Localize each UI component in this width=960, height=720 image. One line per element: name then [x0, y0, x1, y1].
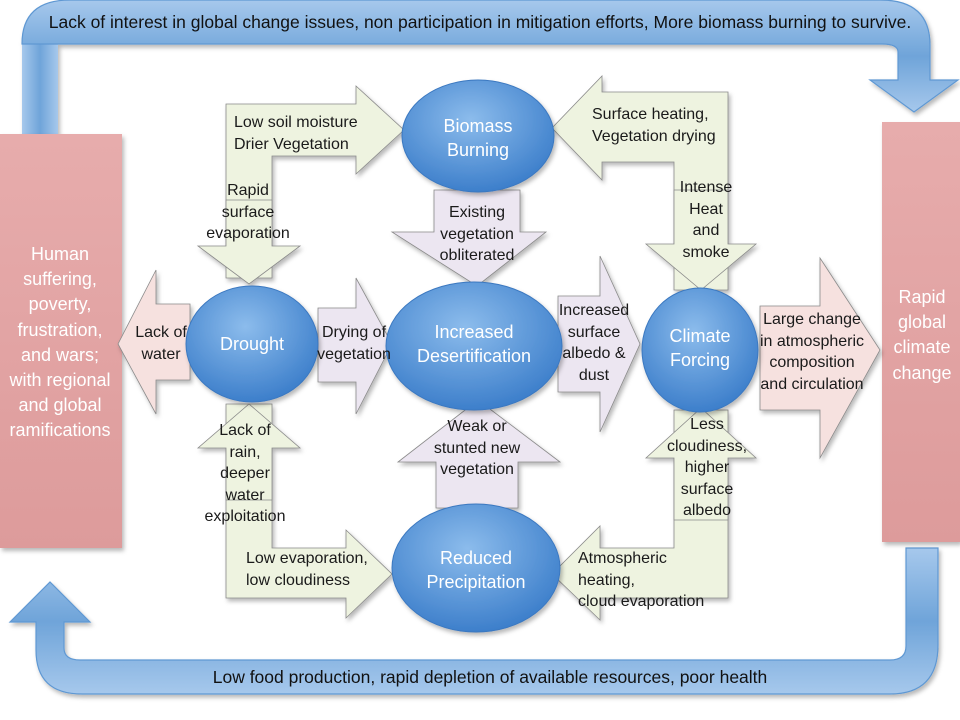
arrow-less-cloudiness-head [644, 407, 758, 521]
arrow-weak-vegetation [396, 399, 562, 509]
existing-vegetation-label: Existing vegetation obliterated [439, 204, 515, 265]
node-increased-desertification-label: Increased Desertification [416, 322, 532, 367]
node-reduced-precipitation [391, 503, 561, 633]
lack-of-water-label: Lack of water [135, 324, 187, 363]
left-box-shape [0, 134, 122, 548]
right-box-text: Rapid global climate change [892, 287, 952, 383]
soil-moisture-label: Low soil moisture Drier Vegetation [234, 114, 358, 153]
surface-heating-label: Surface heating, Vegetation drying [592, 106, 716, 145]
intense-heat-label: Intense Heat and smoke [679, 179, 733, 261]
node-climate-forcing [641, 287, 759, 413]
atmospheric-heating-label: Atmospheric heating, cloud evaporation [578, 550, 705, 611]
albedo-dust-label: Increased surface albedo & dust [558, 302, 630, 384]
top-banner-text: Lack of interest in global change issues… [48, 12, 912, 32]
low-evaporation-label: Low evaporation, low cloudiness [246, 550, 368, 589]
arrow-large-change [759, 256, 881, 460]
left-box-text: Human suffering, poverty, frustration, a… [9, 244, 111, 441]
arrow-lack-of-rain-head [196, 403, 302, 501]
large-change-label: Large change in atmospheric composition … [759, 311, 865, 393]
arrow-existing-vegetation [390, 189, 548, 287]
node-reduced-precipitation-label: Reduced Precipitation [426, 548, 526, 593]
top-loop-arrow [21, 0, 960, 134]
node-biomass-burning [401, 79, 555, 193]
node-drought-label: Drought [219, 334, 285, 354]
drying-vegetation-label: Drying of vegetation [317, 324, 391, 363]
arrow-albedo-dust [557, 255, 641, 433]
rapid-evaporation-label: Rapid surface evaporation [206, 182, 290, 243]
arrow-lack-of-water [117, 269, 191, 415]
node-drought [185, 285, 319, 403]
arrow-rapid-evaporation [196, 199, 302, 285]
lack-of-rain-label: Lack of rain, deeper water exploitation [204, 422, 286, 526]
bottom-banner-text: Low food production, rapid depletion of … [212, 667, 768, 687]
bottom-loop-arrow [8, 547, 939, 695]
weak-vegetation-label: Weak or stunted new vegetation [433, 418, 521, 479]
node-climate-forcing-label: Climate Forcing [669, 326, 731, 371]
node-biomass-burning-label: Biomass Burning [443, 116, 513, 161]
node-increased-desertification [385, 281, 563, 411]
less-cloudiness-label: Less cloudiness, higher surface albedo [666, 416, 748, 520]
arrow-drying-vegetation [317, 277, 393, 415]
right-box-shape [882, 122, 960, 542]
arrow-intense-heat [644, 189, 758, 291]
